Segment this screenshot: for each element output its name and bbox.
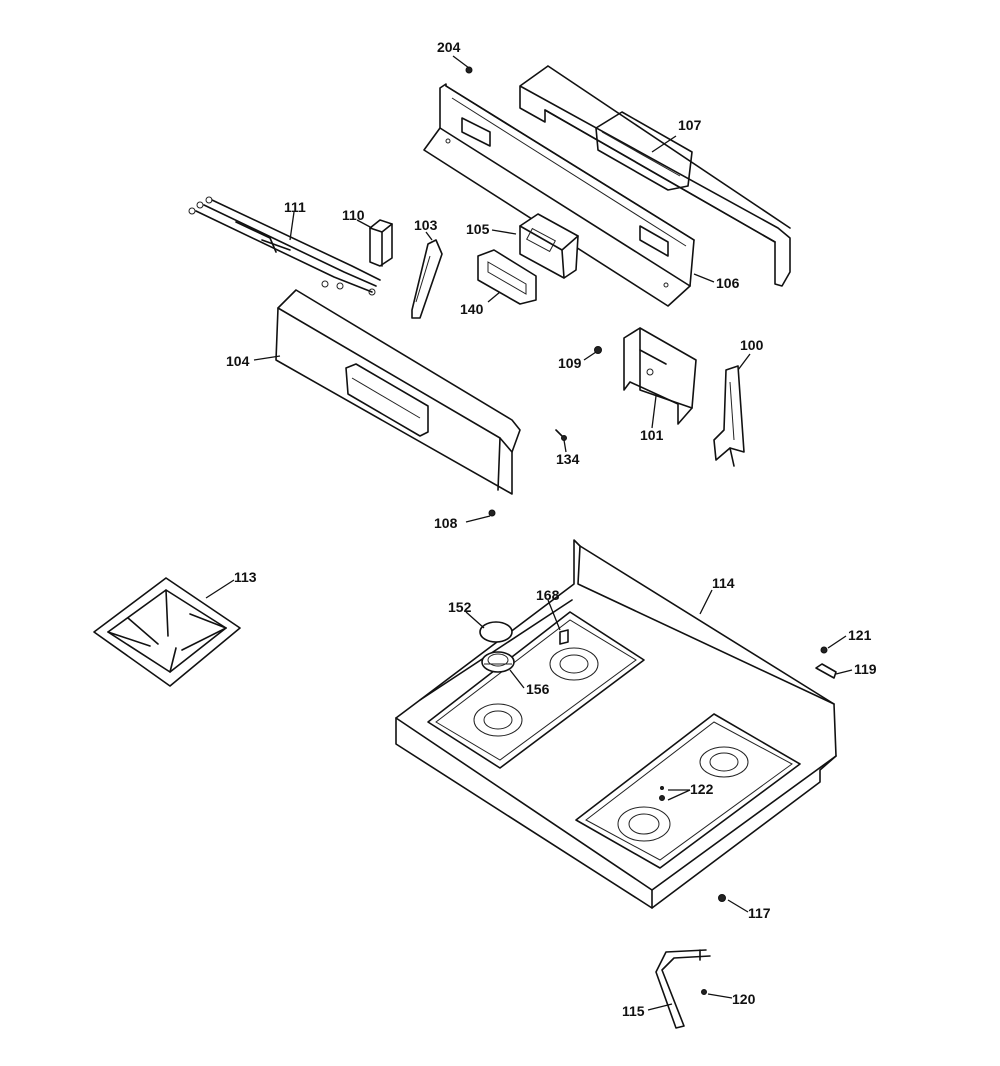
part-115-support-rod [655, 949, 711, 1029]
part-119-clip [815, 663, 837, 679]
part-117-nut [718, 894, 726, 902]
callout-107: 107 [678, 117, 702, 133]
part-111-wire-harness [188, 196, 381, 296]
callout-101: 101 [640, 427, 664, 443]
callout-156: 156 [526, 681, 550, 697]
callout-140: 140 [460, 301, 484, 317]
part-121-screw [820, 646, 828, 654]
part-152-burner-cap [479, 621, 513, 643]
callout-134: 134 [556, 451, 580, 467]
callout-114: 114 [712, 575, 735, 591]
callout-113: 113 [234, 569, 257, 585]
callout-111: 111 [284, 199, 306, 215]
callout-100: 100 [740, 337, 764, 353]
callout-115: 115 [622, 1003, 645, 1019]
part-106-control-backer [423, 83, 695, 307]
part-108-screw [488, 509, 496, 517]
part-156-burner-head [481, 651, 515, 673]
part-100-bracket [713, 365, 745, 467]
part-140-overlay [477, 249, 537, 305]
callout-104: 104 [226, 353, 250, 369]
callout-labels: 204 107 111 110 103 105 106 140 104 109 … [226, 39, 877, 1019]
callout-119: 119 [854, 661, 877, 677]
part-105-electronic-control [519, 213, 579, 279]
callout-109: 109 [558, 355, 582, 371]
callout-152: 152 [448, 599, 472, 615]
part-120-screw [701, 989, 707, 995]
part-110-switch [369, 219, 393, 267]
callout-108: 108 [434, 515, 458, 531]
part-114-cooktop [395, 539, 837, 909]
part-168-igniter [559, 629, 569, 645]
callout-117: 117 [748, 905, 771, 921]
callout-106: 106 [716, 275, 740, 291]
callout-121: 121 [848, 627, 872, 643]
callout-105: 105 [466, 221, 490, 237]
callout-168: 168 [536, 587, 560, 603]
callout-120: 120 [732, 991, 756, 1007]
callout-122: 122 [690, 781, 714, 797]
part-107-back-cover [519, 65, 791, 287]
part-109-screw [594, 346, 602, 354]
part-134-screw [555, 429, 567, 441]
callout-110: 110 [342, 207, 365, 223]
part-101-bracket [623, 327, 697, 425]
callout-103: 103 [414, 217, 438, 233]
leader-lines [205, 55, 853, 1011]
part-104-control-panel [275, 289, 521, 495]
part-113-grate [93, 577, 241, 687]
part-103-bracket [411, 239, 443, 319]
part-204-screw [465, 66, 473, 74]
callout-204: 204 [437, 39, 461, 55]
